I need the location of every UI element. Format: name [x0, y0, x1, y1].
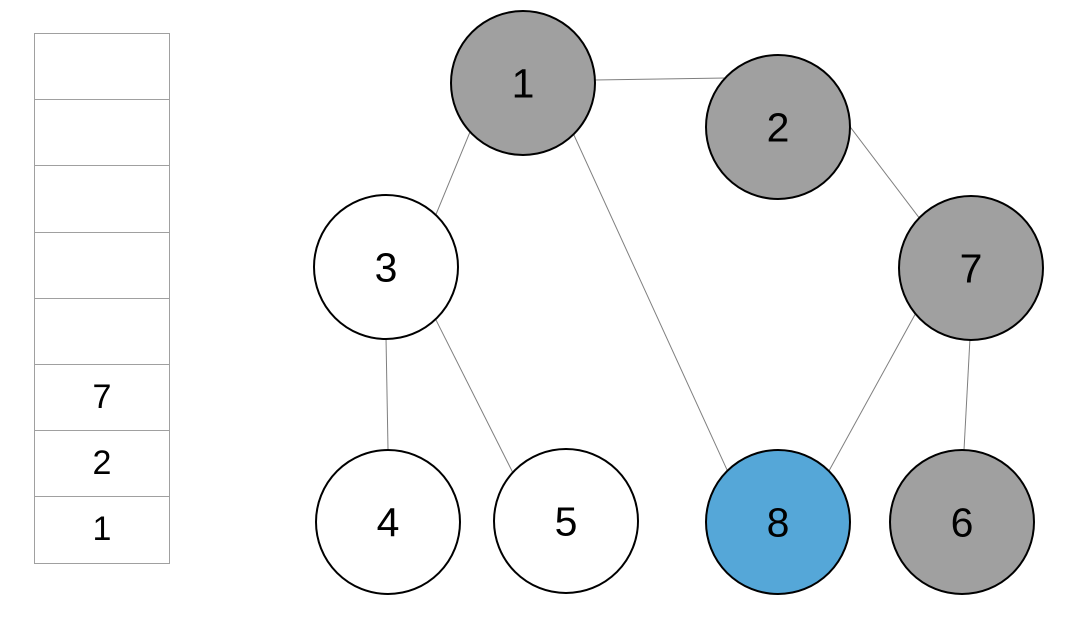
stack-cell-3	[34, 231, 170, 299]
graph-node-8[interactable]	[705, 449, 851, 595]
graph-node-6[interactable]	[889, 449, 1035, 595]
graph-node-1[interactable]	[450, 10, 596, 156]
stack-cell-7: 1	[34, 496, 170, 564]
graph-node-2[interactable]	[705, 54, 851, 200]
graph-edge-1-8	[568, 123, 733, 482]
graph-node-4[interactable]	[315, 449, 461, 595]
graph-edge-7-8	[824, 310, 918, 479]
graph-edge-7-6	[962, 327, 972, 461]
stack-cell-4	[34, 297, 170, 365]
graph-node-5[interactable]	[493, 448, 639, 594]
graph-node-7[interactable]	[898, 195, 1044, 341]
stack-cell-0	[34, 33, 170, 101]
stack-cell-5: 7	[34, 363, 170, 432]
graph-edge-1-3	[432, 122, 475, 222]
stack-cell-6: 2	[34, 430, 170, 498]
graph-edge-3-5	[431, 310, 516, 479]
graph-edge-3-4	[385, 326, 389, 460]
graph-edge-1-2	[585, 77, 736, 81]
graph-node-3[interactable]	[313, 194, 459, 340]
graph-edge-2-7	[844, 119, 924, 224]
stack-cell-1	[34, 99, 170, 167]
